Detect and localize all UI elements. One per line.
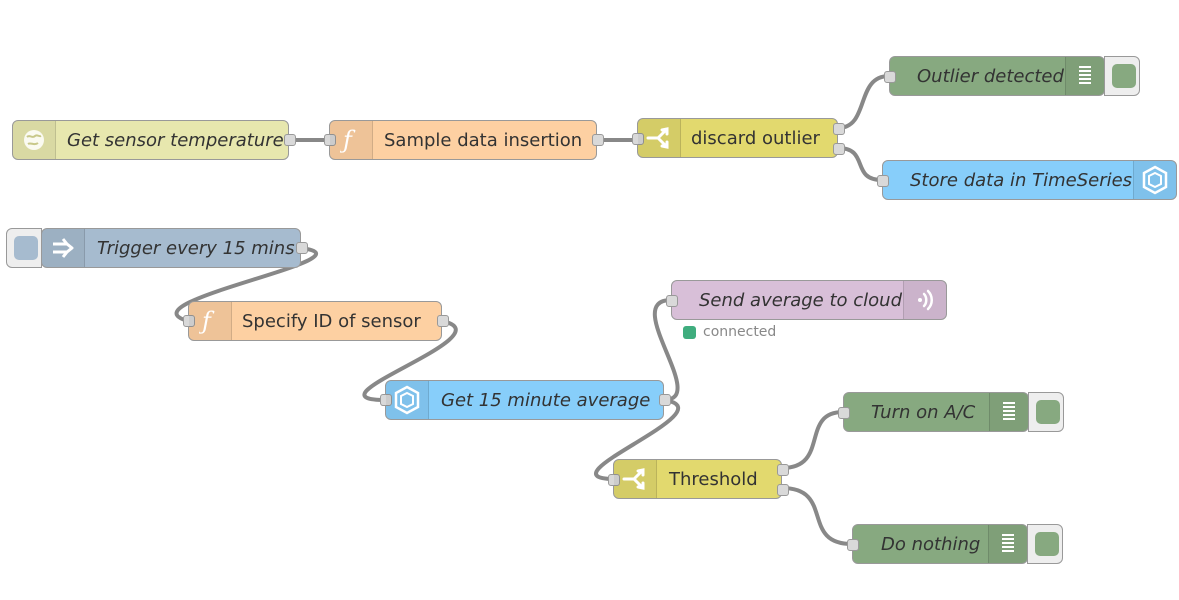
output-port[interactable] [296,242,308,254]
node-label: Outlier detected [917,65,1064,87]
output-port-1[interactable] [777,464,789,476]
output-port[interactable] [659,394,671,406]
timeseries-hex-icon [386,381,429,419]
node-label: Store data in TimeSeries [910,169,1133,191]
input-port[interactable] [380,394,392,406]
node-get-sensor-temperature[interactable]: Get sensor temperature [12,120,296,160]
node-status: connected [683,324,776,340]
node-trigger-every-15[interactable]: Trigger every 15 mins [41,228,308,268]
debug-list-icon [988,525,1027,563]
node-discard-outlier[interactable]: discard outlier [632,118,845,158]
toggle-indicator [1036,400,1060,424]
node-label: Get 15 minute average [441,389,651,411]
debug-toggle-button[interactable] [1027,524,1063,564]
output-port[interactable] [592,134,604,146]
node-label: Get sensor temperature [67,129,284,151]
broadcast-icon [903,281,946,319]
node-label: Threshold [669,468,758,490]
input-port[interactable] [877,175,889,187]
input-port[interactable] [666,295,678,307]
node-store-data-timeseries[interactable]: Store data in TimeSeries [877,160,1177,200]
input-port[interactable] [632,133,644,145]
status-indicator-icon [683,325,696,339]
input-port[interactable] [838,407,850,419]
debug-toggle-button[interactable] [1028,392,1064,432]
node-send-average-cloud[interactable]: Send average to cloud [666,280,947,320]
globe-icon [13,121,56,159]
input-port[interactable] [884,71,896,83]
function-icon: ƒ [189,302,232,340]
svg-text:ƒ: ƒ [199,307,215,335]
node-label: discard outlier [691,127,820,149]
inject-trigger-button[interactable] [6,228,42,268]
input-port[interactable] [847,539,859,551]
debug-list-icon [989,393,1028,431]
node-label: Specify ID of sensor [242,310,421,332]
node-label: Do nothing [881,533,981,555]
inject-arrow-icon [42,229,85,267]
wire [781,410,844,470]
node-turn-on-ac[interactable]: Turn on A/C [838,392,1064,432]
toggle-indicator [1112,64,1136,88]
function-icon: ƒ [330,121,373,159]
node-do-nothing[interactable]: Do nothing [847,524,1063,564]
status-text: connected [703,324,777,340]
output-port[interactable] [284,134,296,146]
node-threshold[interactable]: Threshold [608,459,789,499]
node-outlier-detected[interactable]: Outlier detected [884,56,1140,96]
output-port-2[interactable] [833,143,845,155]
output-port[interactable] [437,315,449,327]
inject-indicator [14,236,38,260]
wire [837,74,890,130]
input-port[interactable] [183,315,195,327]
switch-icon [638,119,681,157]
node-label: Send average to cloud [699,289,903,311]
node-label: Trigger every 15 mins [97,237,295,259]
output-port-1[interactable] [833,123,845,135]
node-get-15-min-average[interactable]: Get 15 minute average [380,380,671,420]
node-label: Sample data insertion [384,129,583,151]
switch-icon [614,460,657,498]
toggle-indicator [1035,532,1059,556]
debug-toggle-button[interactable] [1104,56,1140,96]
input-port[interactable] [608,474,620,486]
timeseries-hex-icon [1133,161,1176,199]
svg-text:ƒ: ƒ [340,126,356,154]
debug-list-icon [1065,57,1104,95]
node-sample-data-insertion[interactable]: ƒ Sample data insertion [324,120,604,160]
output-port-2[interactable] [777,484,789,496]
input-port[interactable] [324,134,336,146]
node-specify-id-sensor[interactable]: ƒ Specify ID of sensor [183,301,449,341]
wire [781,486,853,546]
node-label: Turn on A/C [871,401,976,423]
